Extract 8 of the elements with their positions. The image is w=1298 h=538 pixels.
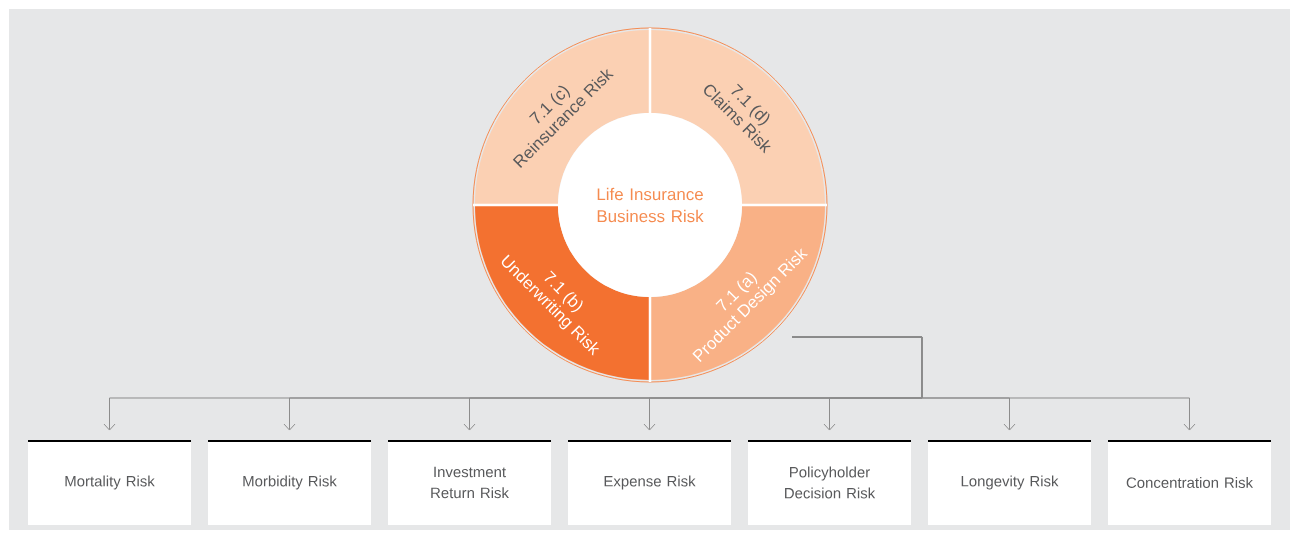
risk-box: Expense Risk bbox=[567, 440, 732, 525]
risk-box: Morbidity Risk bbox=[207, 440, 372, 525]
risk-box: Longevity Risk bbox=[927, 440, 1092, 525]
risk-box: Mortality Risk bbox=[27, 440, 192, 525]
risk-box: Concentration Risk bbox=[1107, 440, 1272, 525]
risk-box: Policyholder Decision Risk bbox=[747, 440, 912, 525]
connector-arrow bbox=[791, 336, 1196, 431]
risk-box: Investment Return Risk bbox=[387, 440, 552, 525]
